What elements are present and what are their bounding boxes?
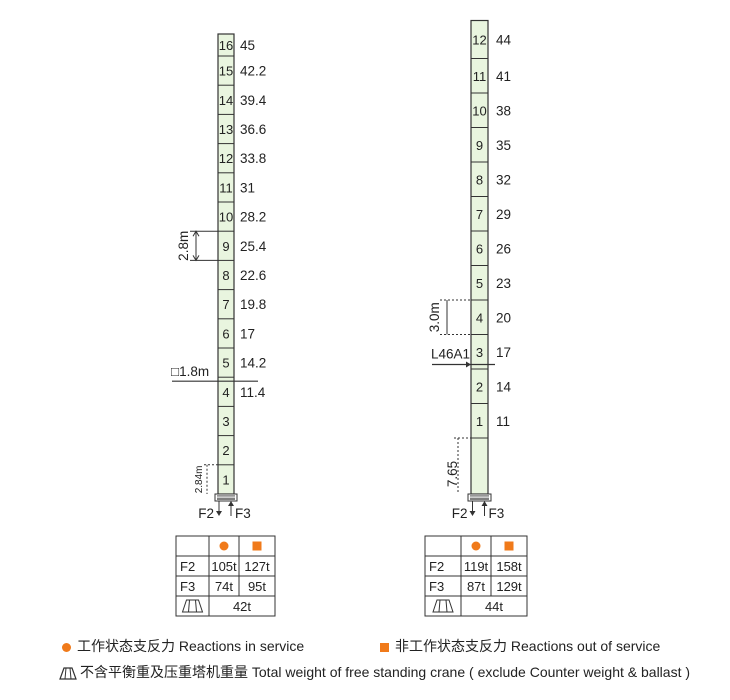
right-section-height: 32 bbox=[496, 172, 511, 187]
right-section-height: 11 bbox=[496, 414, 510, 429]
right-section-height: 26 bbox=[496, 241, 511, 256]
left-total-weight: 42t bbox=[233, 599, 251, 614]
left-dim-tick bbox=[192, 230, 200, 237]
legend-total-weight: 不含平衡重及压重塔机重量 Total weight of free standi… bbox=[58, 662, 690, 682]
left-section-height: 19.8 bbox=[240, 297, 266, 312]
right-out-of-service-icon bbox=[504, 541, 514, 551]
left-section-number: 11 bbox=[219, 180, 233, 195]
right-f3-label: F3 bbox=[489, 506, 505, 521]
orange-square-icon bbox=[380, 642, 389, 652]
right-section-height: 35 bbox=[496, 138, 511, 153]
right-row-label: F2 bbox=[429, 559, 444, 574]
right-reaction-out: 158t bbox=[496, 559, 522, 574]
right-reaction-out: 129t bbox=[496, 579, 522, 594]
left-row-label: F2 bbox=[180, 559, 195, 574]
left-section-height: 33.8 bbox=[240, 151, 266, 166]
left-section-number: 1 bbox=[222, 472, 229, 487]
left-out-of-service-icon bbox=[252, 541, 262, 551]
left-section-number: 4 bbox=[222, 385, 229, 400]
crane-base-icon bbox=[59, 667, 77, 680]
right-section-number: 9 bbox=[476, 138, 483, 153]
left-section-number: 2 bbox=[222, 443, 229, 458]
left-f3-arrow-head bbox=[228, 501, 234, 506]
left-f2-arrow-head bbox=[216, 511, 222, 516]
left-f3-label: F3 bbox=[235, 506, 251, 521]
right-section-number: 12 bbox=[472, 33, 486, 48]
right-tie-label: L46A1 bbox=[431, 347, 470, 362]
right-section-number: 11 bbox=[473, 69, 487, 84]
right-in-service-icon bbox=[471, 541, 481, 551]
left-reaction-out: 127t bbox=[244, 559, 270, 574]
left-base-plate bbox=[214, 493, 238, 502]
legend-in-service: 工作状态支反力 Reactions in service bbox=[62, 636, 304, 656]
right-dim-base-label: 7.65 bbox=[445, 461, 460, 487]
left-section-height: 14.2 bbox=[240, 356, 266, 371]
right-base-plate bbox=[467, 493, 492, 502]
right-f3-arrow-head bbox=[481, 501, 488, 506]
right-section-height: 38 bbox=[496, 103, 511, 118]
left-section-number: 6 bbox=[222, 326, 229, 341]
right-reaction-in: 87t bbox=[467, 579, 485, 594]
left-crane-base-icon bbox=[181, 599, 204, 613]
right-crane-base-icon bbox=[432, 599, 454, 613]
right-section-height: 23 bbox=[496, 276, 511, 291]
right-section-height: 17 bbox=[496, 345, 511, 360]
left-section-height: 28.2 bbox=[240, 210, 266, 225]
left-section-number: 8 bbox=[222, 268, 229, 283]
legend-out-of-service: 非工作状态支反力 Reactions out of service bbox=[380, 636, 660, 656]
left-section-number: 15 bbox=[219, 64, 233, 79]
left-section-height: 42.2 bbox=[240, 64, 266, 79]
left-reaction-in: 105t bbox=[211, 559, 237, 574]
left-in-service-icon bbox=[219, 541, 229, 551]
left-row-label: F3 bbox=[180, 579, 195, 594]
left-reaction-out: 95t bbox=[248, 579, 266, 594]
left-section-height: 25.4 bbox=[240, 239, 267, 254]
left-dim-tick bbox=[192, 255, 200, 262]
left-section-number: 14 bbox=[219, 93, 233, 108]
left-section-height: 11.4 bbox=[240, 385, 266, 400]
left-section-height: 45 bbox=[240, 38, 255, 53]
right-section-number: 8 bbox=[476, 172, 483, 187]
left-dim-section-label: 2.8m bbox=[176, 231, 191, 261]
right-section-number: 4 bbox=[476, 310, 483, 325]
left-section-height: 31 bbox=[240, 180, 255, 195]
right-section-number: 10 bbox=[472, 103, 486, 118]
left-section-number: 3 bbox=[222, 414, 229, 429]
left-section-number: 10 bbox=[219, 210, 233, 225]
left-tie-label: □1.8m bbox=[171, 364, 209, 379]
right-section-number: 5 bbox=[476, 276, 483, 291]
left-dim-base-label: 2.84m bbox=[194, 466, 205, 494]
left-section-number: 5 bbox=[222, 356, 229, 371]
left-f2-label: F2 bbox=[198, 506, 214, 521]
left-reaction-in: 74t bbox=[215, 579, 233, 594]
left-section-height: 22.6 bbox=[240, 268, 266, 283]
right-section-height: 20 bbox=[496, 310, 511, 325]
right-total-weight: 44t bbox=[485, 599, 503, 614]
left-section-number: 13 bbox=[219, 122, 233, 137]
right-section-number: 1 bbox=[476, 414, 483, 429]
right-f2-label: F2 bbox=[452, 506, 468, 521]
right-f2-arrow-head bbox=[469, 511, 476, 516]
right-dim-section-label: 3.0m bbox=[427, 302, 442, 332]
right-section-number: 2 bbox=[476, 379, 483, 394]
right-section-height: 44 bbox=[496, 33, 512, 48]
left-section-height: 17 bbox=[240, 326, 255, 341]
left-section-height: 39.4 bbox=[240, 93, 267, 108]
right-section-height: 29 bbox=[496, 207, 511, 222]
left-section-number: 7 bbox=[222, 297, 229, 312]
left-section-number: 9 bbox=[222, 239, 229, 254]
right-section-number: 6 bbox=[476, 241, 483, 256]
left-section-number: 12 bbox=[219, 151, 233, 166]
right-tie-arrow bbox=[466, 361, 471, 368]
left-section-number: 16 bbox=[219, 38, 233, 53]
right-reaction-in: 119t bbox=[464, 559, 489, 574]
orange-dot-icon bbox=[62, 642, 71, 652]
right-section-height: 14 bbox=[496, 379, 512, 394]
right-row-label: F3 bbox=[429, 579, 444, 594]
right-section-number: 3 bbox=[476, 345, 483, 360]
right-section-height: 41 bbox=[496, 69, 511, 84]
right-section-number: 7 bbox=[476, 207, 483, 222]
left-section-height: 36.6 bbox=[240, 122, 266, 137]
